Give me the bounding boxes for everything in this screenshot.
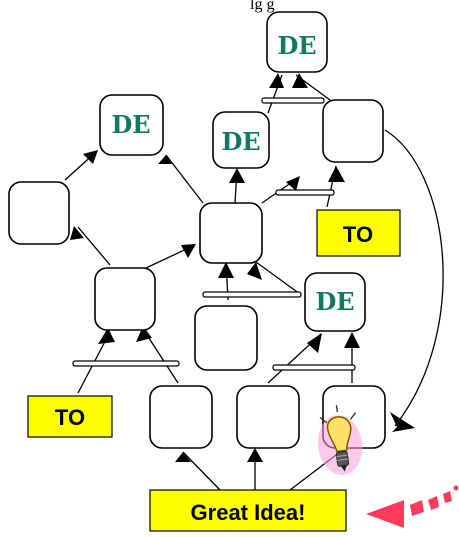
to-right-label: TO: [343, 222, 373, 247]
great-idea-box: [149, 489, 347, 532]
node-bottom-left: [149, 385, 213, 449]
to-left-label: TO: [55, 405, 85, 430]
de-mid-label: DE: [221, 127, 260, 156]
join-bars: [72, 97, 356, 371]
de-top-label: DE: [277, 31, 316, 60]
to-right-box: [316, 209, 401, 257]
lightbulb-icon: [317, 405, 363, 475]
to-left-box: [27, 395, 113, 438]
header-fragment: lg g: [250, 0, 274, 13]
node-bottom-middle: [236, 385, 300, 449]
arrowheads: [70, 73, 415, 462]
node-de-right: [304, 272, 366, 332]
node-boxes: [8, 11, 386, 449]
node-center: [199, 202, 263, 264]
node-de-top: [266, 11, 328, 73]
great-idea-label: Great Idea!: [191, 500, 306, 525]
node-left: [8, 181, 70, 245]
node-left-mid: [94, 267, 156, 331]
node-de-mid: [212, 111, 270, 169]
node-de-left: [99, 94, 164, 156]
red-arrow-icon: [366, 485, 459, 528]
node-lower-center: [194, 305, 258, 371]
node-right: [322, 99, 384, 163]
de-left-label: DE: [111, 110, 150, 139]
de-right-label: DE: [315, 287, 354, 316]
